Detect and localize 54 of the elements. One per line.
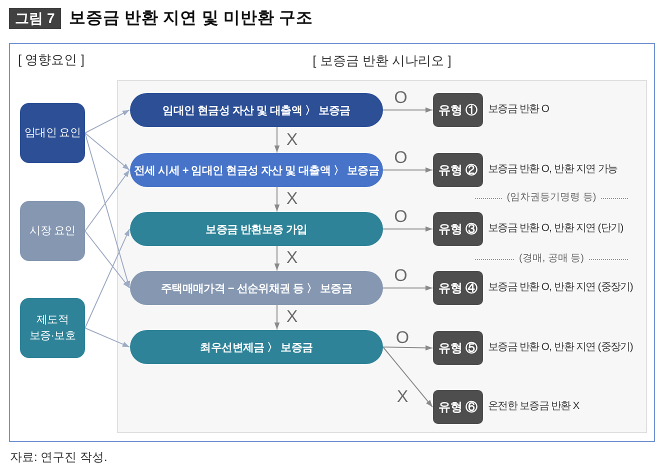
arrow [274, 246, 280, 271]
factor-box: 제도적 보증·보호 [20, 298, 85, 358]
figure-number-tab: 그림 7 [9, 8, 61, 29]
type-badge: 유형 ⑤ [433, 331, 483, 365]
outcome-text: 온전한 보증금 반환 X [488, 400, 580, 414]
edge-label: X [286, 308, 298, 326]
title: 보증금 반환 지연 및 미반환 구조 [69, 8, 313, 29]
edge-label: O [394, 267, 408, 285]
arrow [274, 304, 280, 330]
arrow [382, 167, 433, 173]
arrow [382, 345, 433, 351]
note-text: (경매, 공매 등) [519, 252, 584, 266]
outcome-text: 보증금 반환 O, 반환 지연 가능 [488, 163, 618, 177]
note-text: (임차권등기명령 등) [506, 191, 596, 205]
type-badge: 유형 ⑥ [433, 390, 483, 424]
arrow [84, 230, 130, 288]
edge-label: O [394, 89, 408, 107]
arrow [274, 126, 280, 153]
source-note: 자료: 연구진 작성. [10, 449, 108, 465]
arrow [84, 110, 130, 134]
arrow [382, 107, 433, 113]
section-heading: [ 영향요인 ] [18, 51, 84, 68]
edge-label: O [396, 329, 410, 347]
arrow [382, 285, 433, 291]
scenario-box: 임대인 현금성 자산 및 대출액 〉 보증금 [130, 93, 383, 127]
edge-label: X [286, 190, 298, 208]
edge-label: X [286, 249, 298, 268]
outcome-text: 보증금 반환 O, 반환 지연 (중장기) [488, 281, 633, 295]
outcome-text: 보증금 반환 O, 반환 지연 (단기) [488, 222, 624, 236]
arrow [84, 132, 130, 170]
type-badge: 유형 ① [433, 93, 483, 127]
scenario-box: 최우선변제금 〉 보증금 [130, 330, 383, 364]
type-badge: 유형 ④ [433, 271, 483, 305]
arrow [84, 170, 130, 232]
type-badge: 유형 ② [433, 153, 483, 187]
arrow [382, 346, 433, 408]
factor-box: 임대인 요인 [20, 103, 85, 163]
outcome-text: 보증금 반환 O, 반환 지연 (중장기) [488, 341, 633, 355]
factor-box: 시장 요인 [20, 201, 85, 261]
edge-label: X [396, 388, 408, 406]
scenario-box: 전세 시세 + 임대인 현금성 자산 및 대출액 〉 보증금 [130, 153, 383, 187]
arrow [84, 328, 130, 348]
edge-label: O [394, 208, 408, 226]
outcome-text: 보증금 반환 O [488, 103, 550, 117]
arrow [84, 132, 130, 288]
scenario-box: 보증금 반환보증 가입 [130, 212, 383, 246]
section-heading: [ 보증금 반환 시나리오 ] [312, 52, 452, 69]
arrow [84, 228, 130, 328]
edge-label: O [394, 149, 408, 167]
type-badge: 유형 ③ [433, 212, 483, 246]
arrow [382, 226, 433, 232]
arrow [274, 186, 280, 212]
scenario-box: 주택매매가격 − 선순위채권 등 〉 보증금 [130, 271, 383, 305]
edge-label: X [286, 130, 298, 149]
